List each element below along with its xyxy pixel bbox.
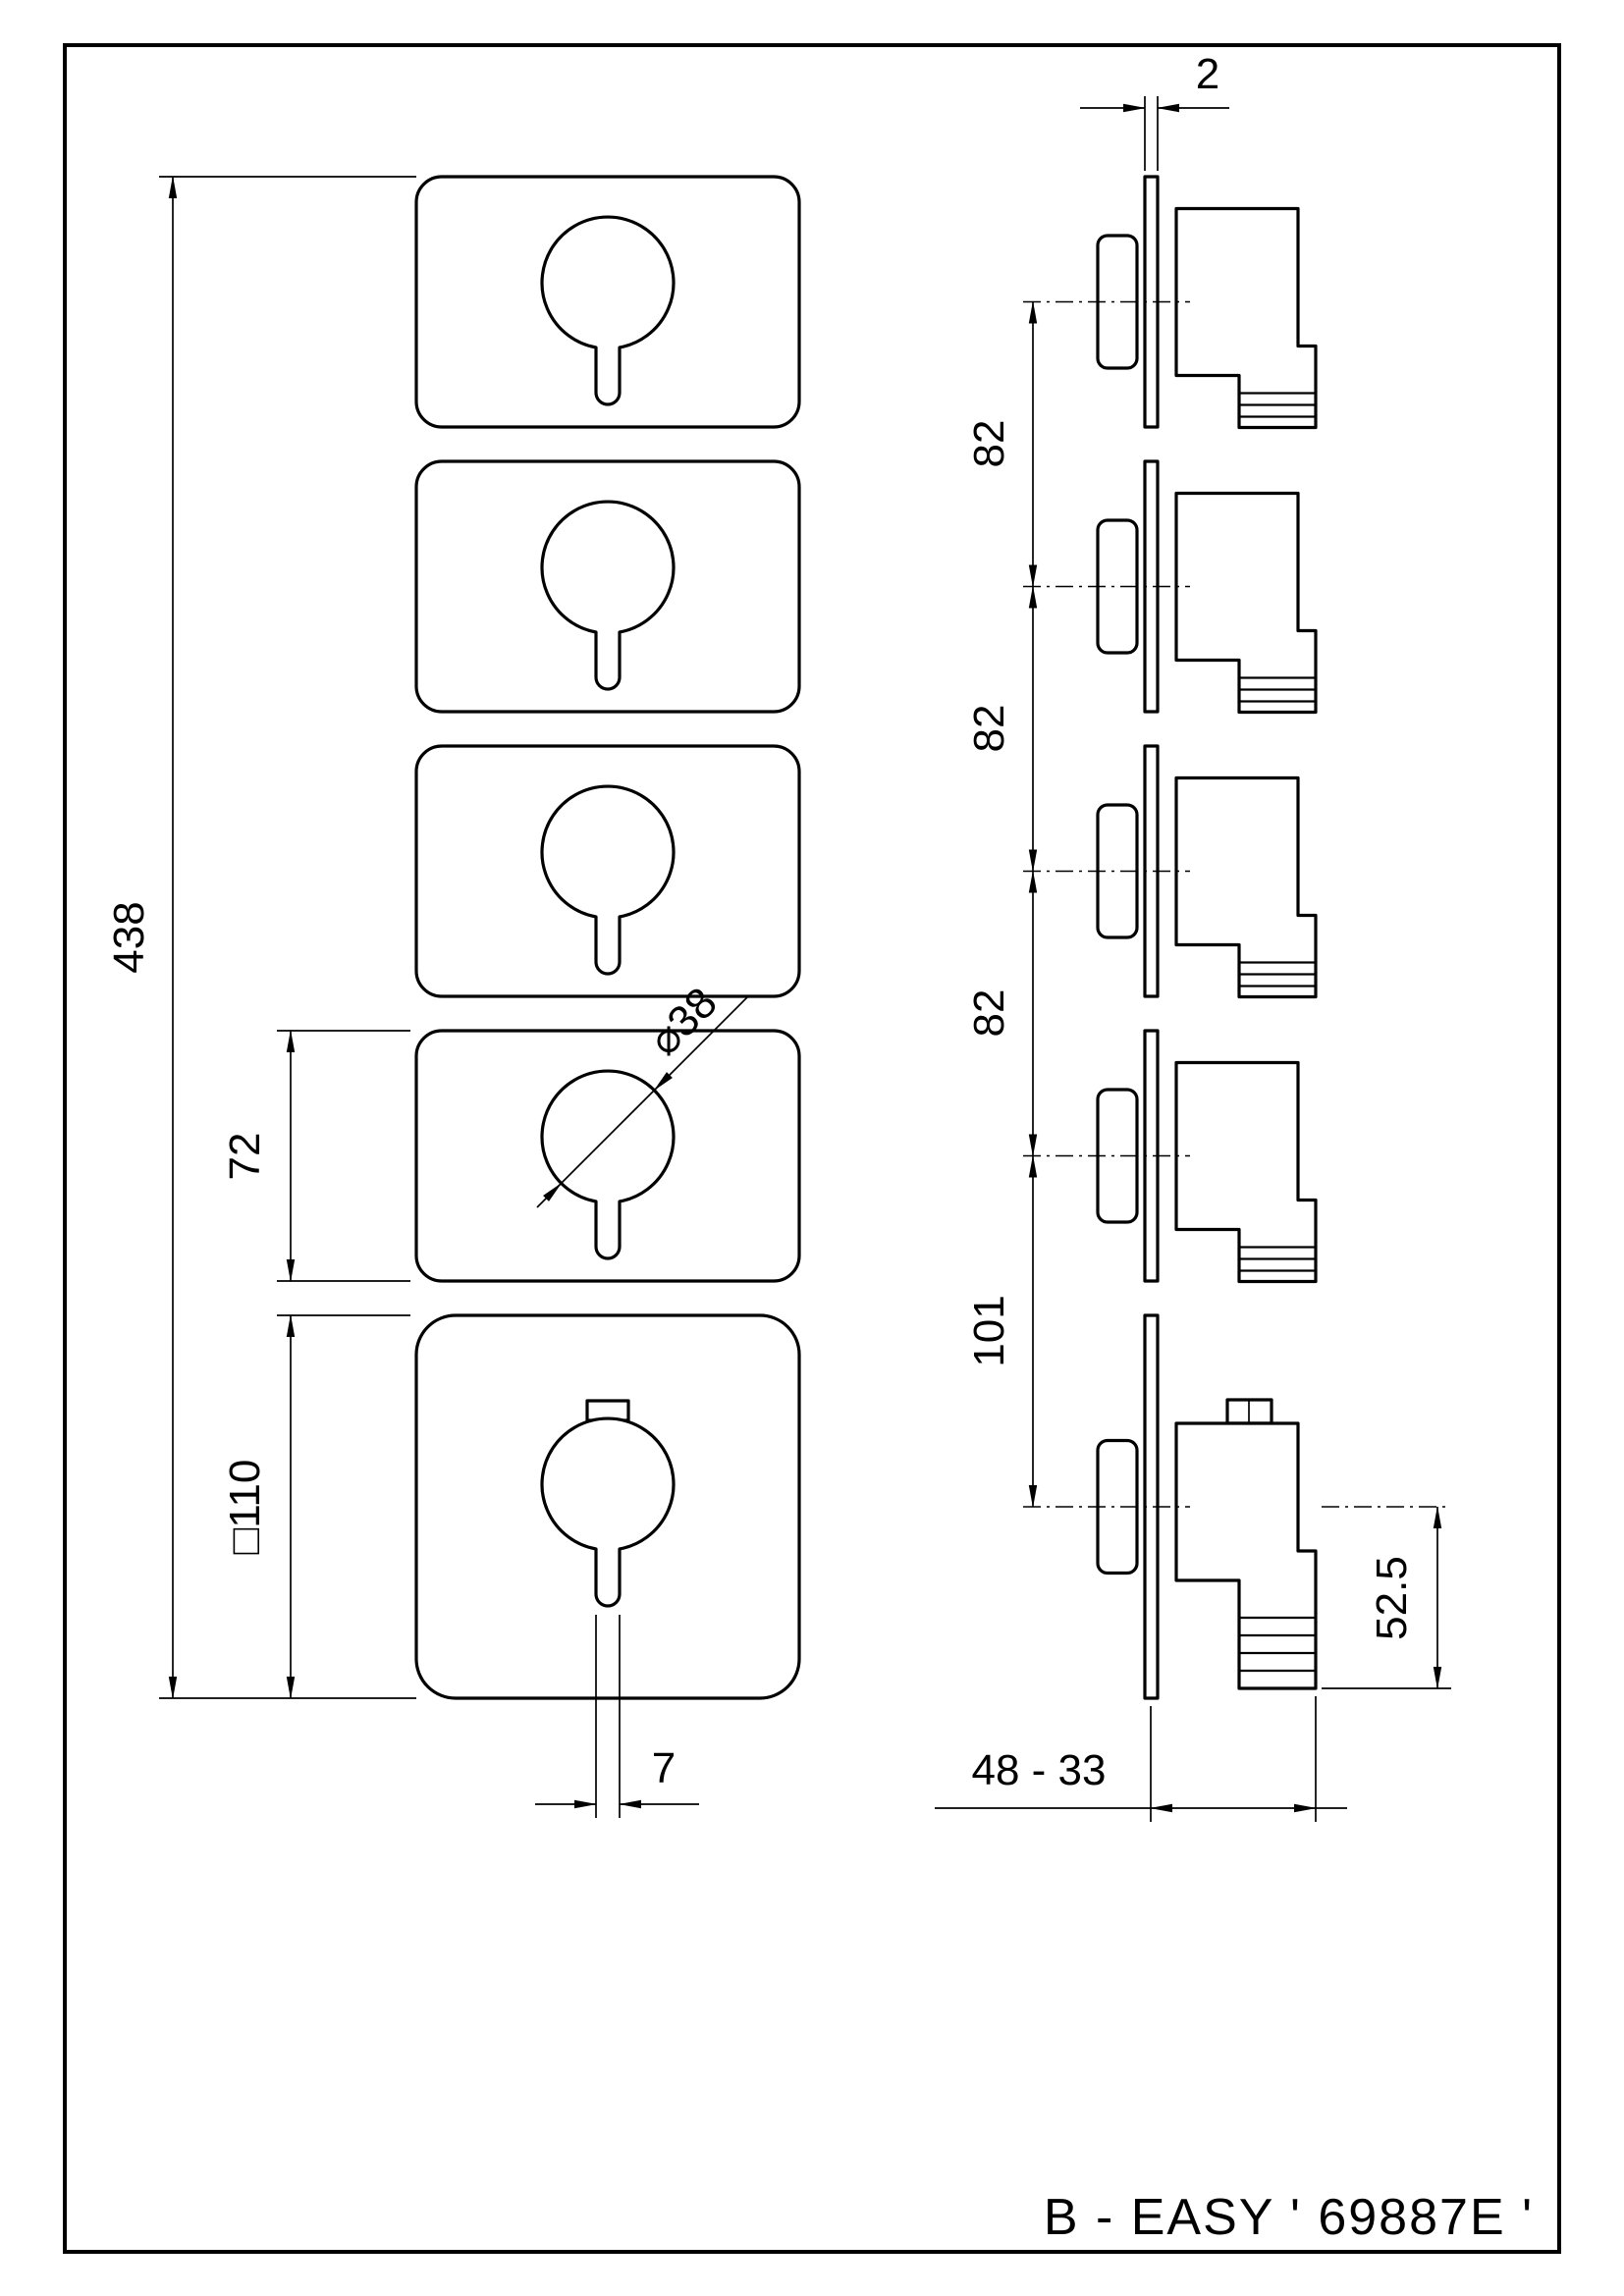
valve-side-1 [1021, 175, 1318, 430]
valve-side-3 [1021, 744, 1318, 999]
handle-width-dim-label: 7 [652, 1744, 676, 1792]
drawing-border [63, 43, 1561, 2254]
square-size-dim-label: □110 [221, 1460, 269, 1555]
valve-side-5 [1023, 1313, 1449, 1700]
body-height-dim-label: 52.5 [1368, 1556, 1416, 1640]
side-view: 82 82 82 101 2 52.5 48 - 33 [935, 50, 1451, 1822]
valve-spacing-dim-label: 82 [965, 420, 1013, 468]
total-height-dim-label: 438 [105, 901, 153, 973]
plate-thickness-dim-label: 2 [1196, 50, 1219, 98]
front-view: 438 72 □110 ⌀38 7 [105, 175, 801, 1818]
valve-spacing-dim-label: 101 [965, 1295, 1013, 1366]
product-code-label: B - EASY ' 69887E ' [1044, 2189, 1534, 2246]
valve-side-4 [1021, 1029, 1318, 1284]
valve-spacing-dim-label: 82 [965, 989, 1013, 1038]
diameter-leader [653, 994, 750, 1092]
plate-height-dim-label: 72 [221, 1133, 269, 1181]
diameter-leader [560, 1089, 656, 1185]
valve-side-2 [1021, 459, 1318, 715]
valve-spacing-dim-label: 82 [965, 705, 1013, 753]
depth-range-dim-label: 48 - 33 [972, 1746, 1107, 1794]
valve-body-side [1174, 1421, 1318, 1690]
diameter-leader [536, 1182, 563, 1208]
